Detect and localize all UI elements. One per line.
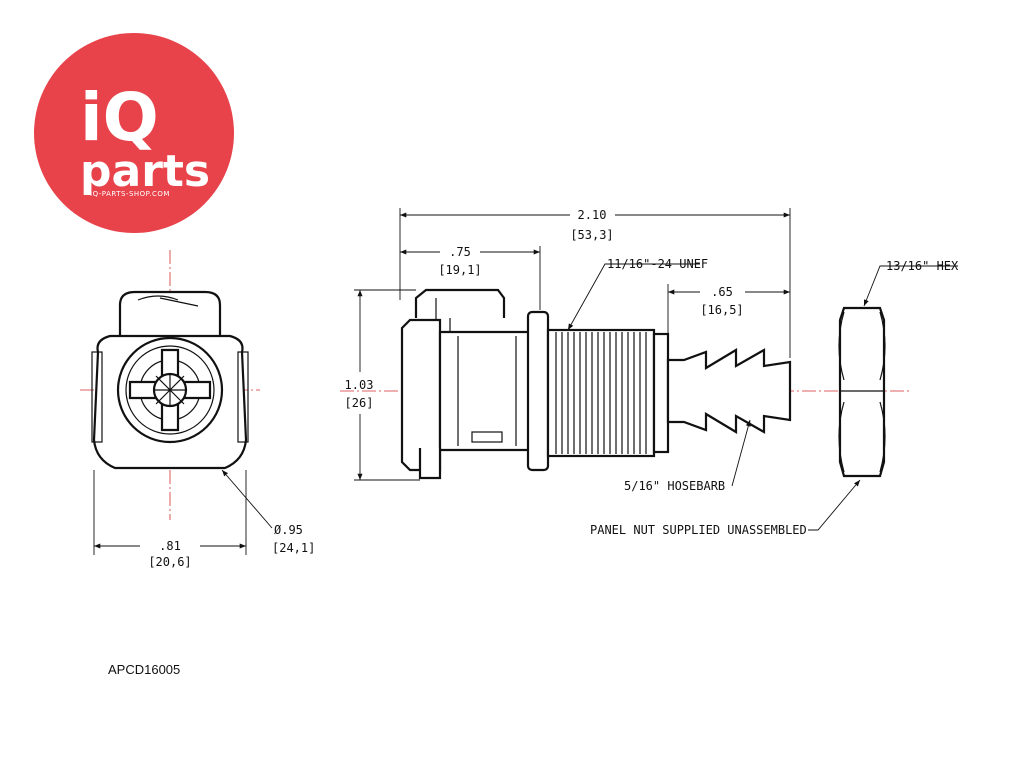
side-step (652, 332, 670, 454)
side-hosebarb (666, 348, 792, 434)
front-right-ear (237, 351, 249, 443)
side-body-marking (471, 431, 503, 443)
logo-circle (34, 33, 234, 233)
front-latch-grip (137, 295, 199, 307)
diameter-leader (221, 469, 273, 529)
side-body-details (457, 336, 517, 446)
panel-nut-facets (838, 311, 886, 473)
hex-callout: 13/16" HEX (886, 259, 959, 273)
part-number: APCD16005 (108, 662, 180, 677)
logo-line2: parts (80, 146, 210, 197)
hosebarb-callout: 5/16" HOSEBARB (624, 479, 725, 493)
barb-length-inch: .65 (711, 285, 733, 299)
coupling-length-mm: [19,1] (438, 263, 481, 277)
diameter-inch: Ø.95 (274, 523, 303, 537)
panel-nut-view: 13/16" HEX PANEL NUT SUPPLIED UNASSEMBLE… (590, 259, 959, 537)
side-thread-body (546, 328, 656, 458)
side-latch (414, 288, 506, 318)
panel-nut-callout: PANEL NUT SUPPLIED UNASSEMBLED (590, 523, 807, 537)
overall-length-mm: [53,3] (570, 228, 613, 242)
height-inch: 1.03 (345, 378, 374, 392)
front-middle-ring (125, 345, 215, 435)
panel-nut-leader (808, 479, 861, 531)
barb-length-mm: [16,5] (700, 303, 743, 317)
front-width-inch: .81 (159, 539, 181, 553)
front-valve-spokes (154, 374, 186, 406)
logo-url: IQ-PARTS-SHOP.COM (90, 190, 170, 198)
side-front-face (400, 318, 442, 472)
thread-callout: 11/16"-24 UNEF (607, 257, 708, 271)
logo-line1: iQ (80, 79, 159, 156)
diameter-mm: [24,1] (272, 541, 315, 555)
overall-length-inch: 2.10 (578, 208, 607, 222)
hosebarb-leader (731, 419, 751, 487)
side-panel-flange (526, 310, 550, 472)
side-thread-lines (555, 332, 647, 454)
side-lower-clip (418, 448, 442, 480)
front-width-mm: [20,6] (148, 555, 191, 569)
height-mm: [26] (345, 396, 374, 410)
front-left-ear (91, 351, 103, 443)
thread-leader (567, 263, 700, 331)
front-view: .81 [20,6] Ø.95 [24,1] (80, 250, 315, 569)
side-view: 2.10 [53,3] .75 [19,1] .65 [16,5] 1.03 [… (340, 208, 910, 493)
iq-parts-logo: iQ parts IQ-PARTS-SHOP.COM (34, 33, 234, 233)
coupling-length-inch: .75 (449, 245, 471, 259)
panel-nut-outline (838, 306, 886, 478)
hex-leader (863, 265, 958, 307)
